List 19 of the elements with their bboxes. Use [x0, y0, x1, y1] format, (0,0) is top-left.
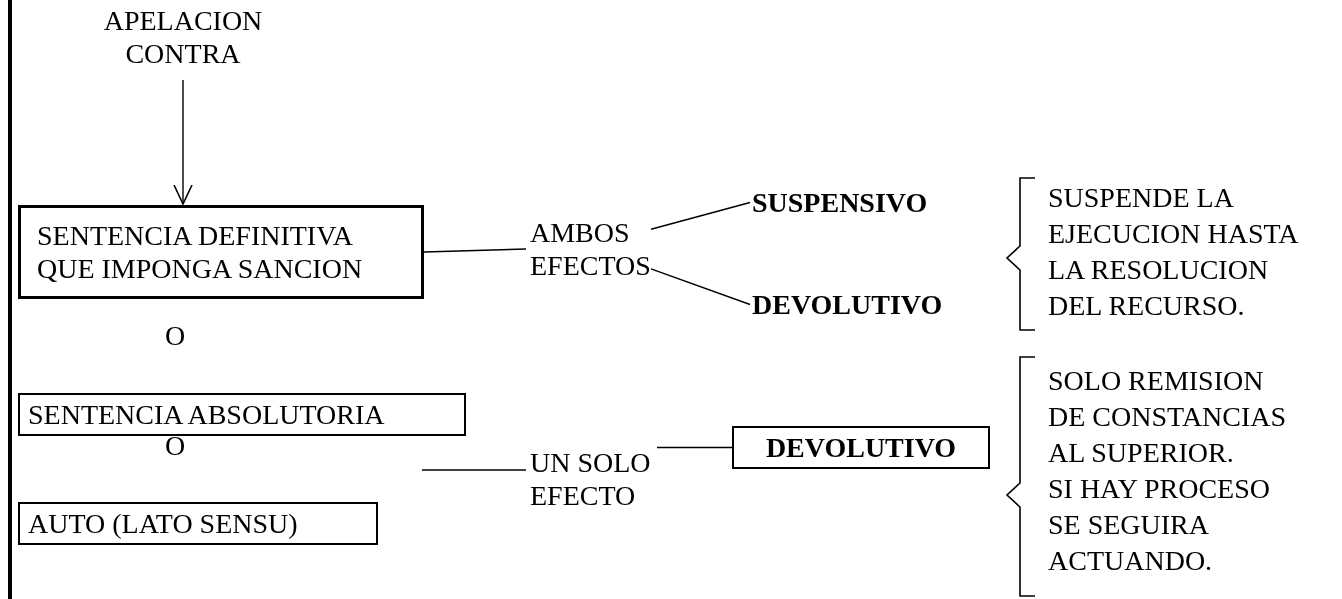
process-box: AUTO (LATO SENSU) — [18, 502, 378, 545]
node-text: AMBOS EFECTOS — [530, 216, 655, 282]
process-box: SENTENCIA DEFINITIVA QUE IMPONGA SANCION — [18, 205, 424, 299]
connector-line — [656, 446, 733, 449]
arrow — [173, 79, 193, 205]
node-text: SUSPENSIVO — [752, 186, 982, 219]
note-text: SUSPENDE LA EJECUCION HASTA LA RESOLUCION DEL RECURSO. — [1048, 181, 1299, 323]
connector-line — [423, 248, 527, 253]
node-text: UN SOLO EFECTO — [530, 446, 655, 512]
connector-line — [650, 268, 751, 306]
connector-line — [421, 469, 527, 471]
connector-word: O — [163, 319, 187, 353]
note-text: SI HAY PROCESO SE SEGUIRA ACTUANDO. — [1048, 472, 1271, 578]
note-text: SOLO REMISION DE CONSTANCIAS AL SUPERIOR. — [1048, 364, 1288, 470]
process-box: SENTENCIA ABSOLUTORIA — [18, 393, 466, 436]
node-text: APELACION CONTRA — [93, 4, 273, 70]
node-text: DEVOLUTIVO — [752, 288, 982, 321]
process-box: DEVOLUTIVO — [732, 426, 990, 469]
connector-line — [650, 201, 751, 230]
